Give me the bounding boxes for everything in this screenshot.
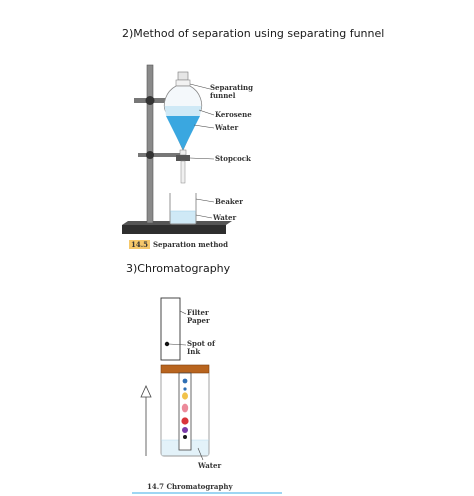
label-beaker-water: Water — [213, 213, 237, 222]
leader-jar-water — [197, 447, 204, 461]
filter-paper-diagram — [160, 297, 187, 361]
filter-paper — [160, 297, 181, 361]
chromatography-jar-diagram — [140, 364, 210, 461]
spot-purple — [182, 427, 188, 433]
funnel-stopper — [177, 71, 189, 81]
funnel-stem-upper — [179, 149, 187, 156]
upper-clamp-boss — [145, 96, 155, 105]
separating-funnel-diagram — [122, 64, 232, 234]
label-jar-water: Water — [198, 461, 222, 470]
stand-rod — [146, 64, 154, 224]
label-water: Water — [215, 123, 239, 132]
upper-clamp-arm — [134, 98, 180, 103]
lower-clamp-arm — [138, 153, 182, 157]
jar — [160, 373, 210, 457]
leader-kerosene — [198, 109, 215, 116]
leader-beaker-water — [195, 214, 213, 219]
kerosene-layer — [164, 106, 202, 116]
leader-filter-paper — [179, 310, 187, 315]
spot-red — [181, 417, 189, 425]
spot-blue — [182, 378, 188, 384]
leader-beaker — [195, 198, 215, 203]
spot-blue-small — [183, 387, 187, 391]
clip-bar — [160, 364, 210, 374]
label-kerosene: Kerosene — [215, 110, 252, 119]
leader-spot — [168, 343, 187, 346]
separating-funnel-heading: 2)Method of separation using separating … — [122, 27, 385, 40]
label-stopcock: Stopcock — [215, 154, 251, 163]
funnel-stem — [180, 160, 186, 184]
spot-yellow — [182, 392, 188, 400]
leader-separating-funnel — [189, 83, 211, 90]
stand-base — [122, 225, 226, 234]
funnel-neck — [175, 79, 191, 87]
label-filter-paper: Filter Paper — [187, 308, 210, 325]
leader-water — [193, 124, 215, 129]
beaker — [169, 193, 197, 225]
spot-origin — [183, 435, 187, 439]
rise-arrow-head — [140, 385, 152, 398]
label-separating-funnel: Separating funnel — [210, 83, 254, 100]
figure-number: 14.5 — [129, 240, 151, 249]
stopcock — [176, 155, 190, 161]
label-beaker: Beaker — [215, 197, 243, 206]
lower-clamp-boss — [146, 151, 154, 159]
chromatography-heading: 3)Chromatography — [126, 262, 231, 275]
beaker-water — [170, 211, 196, 224]
water-layer — [166, 116, 200, 150]
ink-spot — [164, 341, 170, 347]
leader-stopcock — [189, 157, 215, 160]
figure-caption-chromatography: 14.7 Chromatography — [147, 482, 233, 491]
spot-pink — [181, 403, 189, 413]
label-spot-of-ink: Spot of Ink — [187, 339, 215, 356]
figure-caption-separation: Separation method — [153, 240, 228, 249]
